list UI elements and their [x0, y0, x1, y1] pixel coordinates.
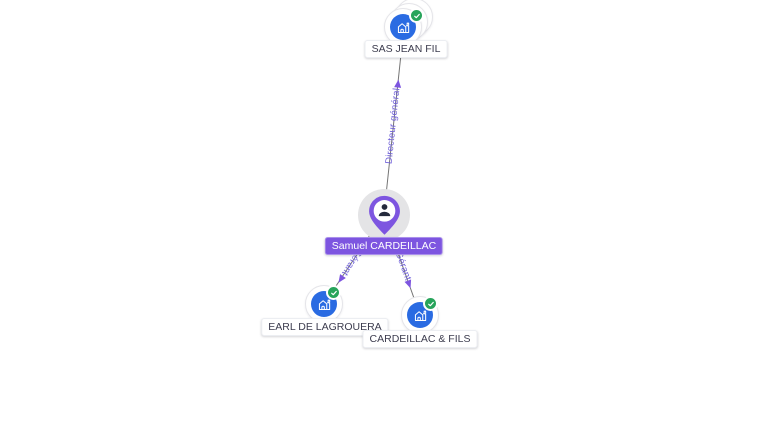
verified-badge	[326, 285, 341, 300]
arrowhead-icon	[394, 79, 402, 88]
person-icon	[378, 204, 391, 217]
company-label-sas-jean-fil[interactable]: SAS JEAN FIL	[364, 40, 448, 58]
person-label[interactable]: Samuel CARDEILLAC	[324, 237, 444, 255]
check-icon	[427, 301, 434, 306]
check-icon	[330, 290, 337, 295]
company-node-cardeillac-fils[interactable]	[401, 296, 439, 334]
company-label-cardeillac-fils[interactable]: CARDEILLAC & FILS	[362, 330, 478, 348]
verified-badge	[423, 296, 438, 311]
arrowhead-icon	[404, 279, 412, 289]
arrowhead-icon	[338, 274, 346, 283]
building-icon	[397, 22, 409, 33]
building-icon	[318, 299, 330, 310]
verified-badge	[409, 8, 424, 23]
building-icon	[414, 310, 426, 321]
company-card	[305, 285, 343, 323]
check-icon	[413, 13, 420, 18]
company-node-sas-jean-fil[interactable]	[384, 0, 433, 46]
company-node-earl-de-lagrouera[interactable]	[305, 285, 343, 323]
company-label-earl-de-lagrouera[interactable]: EARL DE LAGROUERA	[261, 318, 389, 336]
map-pin-icon[interactable]	[368, 195, 401, 236]
